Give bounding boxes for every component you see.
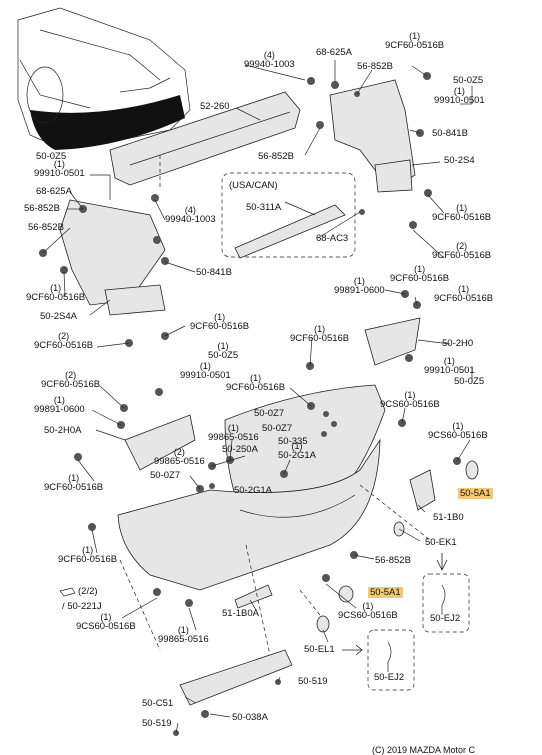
label-ref-2-2: (2/2)	[78, 586, 98, 597]
rear-bumper-reinforcement	[109, 91, 301, 186]
label-9CF60-0516B: (1)9CF60-0516B	[26, 283, 86, 303]
ej2-box-right	[422, 573, 470, 633]
left-reflector	[234, 584, 273, 609]
label-68-AC3: 68-AC3	[316, 233, 349, 244]
label-50-0Z5: 50-0Z5	[36, 151, 67, 162]
label-50-2G1A: (1)50-2G1A	[278, 441, 317, 461]
label-9CS60-0516B: (1)9CS60-0516B	[428, 421, 488, 441]
label-50-311A: 50-311A	[246, 202, 282, 213]
leader-lines	[42, 60, 473, 734]
label-50-519: 50-519	[142, 718, 172, 729]
label-50-0Z7: 50-0Z7	[254, 408, 285, 419]
right-reflector	[409, 469, 436, 511]
label-50-250A: 50-250A	[222, 444, 258, 455]
label-9CF60-0516B: (1)9CF60-0516B	[390, 264, 450, 284]
label-50-2H0: 50-2H0	[442, 338, 474, 349]
label-56-852B: 56-852B	[24, 203, 60, 214]
left-side-bracket	[124, 414, 196, 471]
label-68-625A: 68-625A	[316, 47, 352, 58]
label-99910-0501: (1)99910-0501	[434, 86, 485, 106]
ej2-box-center	[367, 629, 415, 691]
label-50-C51: 50-C51	[142, 698, 174, 709]
label-56-852B: 56-852B	[375, 555, 411, 566]
label-9CF60-0516B: (1)9CF60-0516B	[44, 473, 104, 493]
label-9CS60-0516B: (1)9CS60-0516B	[338, 601, 398, 621]
label-68-625A: 68-625A	[36, 186, 72, 197]
label-9CF60-0516B: (1)9CF60-0516B	[432, 203, 492, 223]
label-56-852B: 56-852B	[357, 61, 393, 72]
label-56-852B: 56-852B	[258, 151, 294, 162]
tow-hook-center	[387, 641, 392, 672]
label-50-0Z5: 50-0Z5	[454, 376, 485, 387]
label-99940-1003: (4)99940-1003	[165, 205, 216, 225]
label-99865-0516: (2)99865-0516	[154, 447, 205, 467]
label-usa-can: (USA/CAN)	[229, 180, 278, 191]
label-9CF60-0516B: (1)9CF60-0516B	[434, 284, 494, 304]
label-9CF60-0516B: (2)9CF60-0516B	[432, 241, 492, 261]
label-9CF60-0516B: (2)9CF60-0516B	[34, 331, 94, 351]
relation-lines	[119, 155, 431, 656]
label-50-2G1A: 50-2G1A	[234, 485, 273, 496]
label-50-5A1: 50-5A1	[368, 587, 403, 598]
label-99891-0600: (1)99891-0600	[334, 276, 385, 296]
label-9CF60-0516B: (2)9CF60-0516B	[41, 370, 101, 390]
label-56-852B: 56-852B	[28, 222, 64, 233]
label-50-0Z7: 50-0Z7	[262, 423, 293, 434]
tow-hook-cover	[316, 615, 330, 633]
label-99910-0501: (1)99910-0501	[180, 361, 231, 381]
label-99891-0600: (1)99891-0600	[34, 395, 85, 415]
rear-bumper-fascia	[117, 438, 381, 591]
hand-pointer-icon	[59, 587, 76, 597]
label-50-0Z5: (1)50-0Z5	[208, 341, 239, 361]
lower-bumper-support	[179, 649, 293, 706]
label-50-0Z5: 50-0Z5	[453, 75, 484, 86]
car-rear-illustration	[17, 7, 191, 150]
label-50-038A: 50-038A	[232, 712, 268, 723]
label-50-EL1: 50-EL1	[304, 644, 335, 655]
label-50-221J: / 50-221J	[62, 601, 102, 612]
label-9CF60-0516B: (1)9CF60-0516B	[190, 312, 250, 332]
label-50-EJ2: 50-EJ2	[430, 613, 461, 624]
label-52-260: 52-260	[200, 101, 230, 112]
label-50-0Z7: 50-0Z7	[150, 470, 181, 481]
copyright-text: (C) 2019 MAZDA Motor C	[372, 745, 476, 755]
label-50-841B: 50-841B	[432, 128, 468, 139]
label-99910-0501: (1)99910-0501	[34, 159, 85, 179]
label-50-EK1: 50-EK1	[425, 537, 457, 548]
label-99910-0501: (1)99910-0501	[424, 356, 475, 376]
energy-absorber	[234, 204, 346, 259]
label-50-335: 50-335	[278, 436, 308, 447]
label-50-EJ2: 50-EJ2	[374, 672, 405, 683]
label-99940-1003: (4)99940-1003	[244, 50, 295, 70]
tow-hook-cap-right	[465, 460, 479, 480]
label-9CF60-0516B: (1)9CF60-0516B	[226, 373, 286, 393]
label-9CS60-0516B: (1)9CS60-0516B	[380, 390, 440, 410]
label-9CF60-0516B: (1)9CF60-0516B	[58, 545, 118, 565]
label-9CS60-0516B: (1)9CS60-0516B	[76, 612, 136, 632]
interchange-arrows	[342, 553, 448, 656]
label-50-519: 50-519	[298, 676, 328, 687]
label-9CF60-0516B: (1)9CF60-0516B	[385, 31, 445, 51]
fasteners	[39, 72, 461, 736]
label-50-841B: 50-841B	[196, 267, 232, 278]
label-50-2H0A: 50-2H0A	[44, 425, 82, 436]
label-50-5A1: 50-5A1	[458, 488, 493, 499]
label-9CF60-0516B: (1)9CF60-0516B	[290, 324, 350, 344]
tow-hook-right	[441, 584, 446, 615]
label-51-1B0: 51-1B0	[433, 512, 464, 523]
label-50-2S4: 50-2S4	[444, 155, 475, 166]
right-side-bracket	[364, 317, 421, 366]
label-99865-0516: (1)99865-0516	[208, 423, 259, 443]
label-50-2S4A: 50-2S4A	[40, 311, 77, 322]
label-99865-0516: (1)99865-0516	[158, 625, 209, 645]
label-51-1B0A: 51-1B0A	[222, 608, 259, 619]
